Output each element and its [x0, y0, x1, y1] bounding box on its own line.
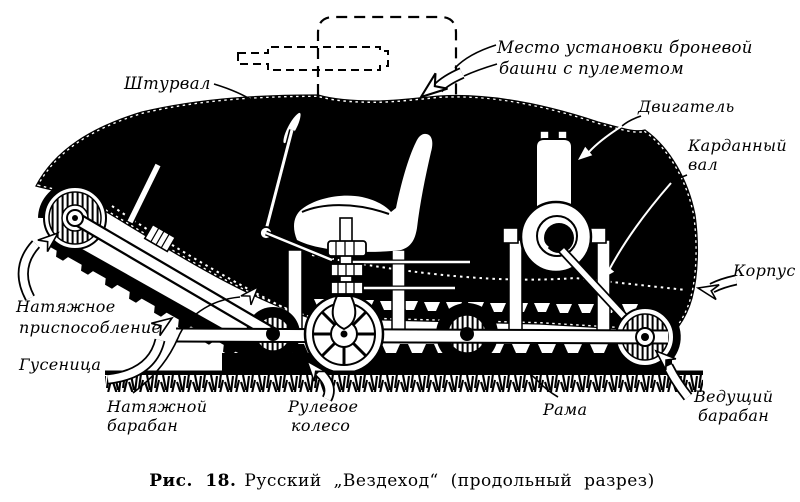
leader-dvigatel [574, 115, 642, 165]
label-dvigatel: Двигатель [637, 97, 735, 116]
label-vedushchiy-line2: барабан [698, 406, 769, 425]
arrow-natyazhnoe [17, 226, 64, 301]
arrow-gusenitsa [107, 311, 178, 385]
turret-outline [237, 15, 458, 95]
arrow-vedushchiy [650, 344, 693, 401]
steering-road-wheel [303, 293, 385, 375]
road-wheel-pivot [460, 327, 474, 341]
steering-fork [331, 295, 357, 331]
driver-seat [294, 133, 433, 252]
label-rulevoe-line1: Рулевое [287, 397, 358, 416]
arrow-korpus [695, 274, 738, 301]
driving-drum-axle [641, 333, 649, 341]
figure-caption-text: Русский „Вездеход“ (продольный разрез) [244, 471, 654, 491]
label-gusenitsa: Гусеница [18, 355, 101, 374]
steering-column [259, 110, 470, 305]
label-kardan-line1: Карданный [687, 136, 787, 155]
label-rulevoe-line2: колесо [291, 416, 350, 435]
label-kardan-line2: вал [688, 155, 718, 174]
ground [105, 370, 703, 392]
label-natyazhnoe-line2: приспособление [19, 318, 161, 337]
frame-beam [71, 211, 669, 345]
track-rear-wrap [661, 309, 681, 363]
label-vedushchiy-line1: Ведущий [693, 387, 773, 406]
leader-rama [529, 373, 559, 398]
engine [502, 130, 607, 274]
label-mesto-line2: башни с пулеметом [499, 59, 684, 78]
tension-turnbuckle [143, 223, 177, 253]
figure-caption: Рис. 18. Русский „Вездеход“ (продольный р… [149, 471, 654, 491]
label-rama: Рама [542, 400, 587, 419]
arrow-rulevoe [300, 355, 335, 402]
label-natyazhnoy-line2: барабан [107, 416, 178, 435]
hidden-edge-dotted-right [311, 254, 687, 291]
label-shturval: Штурвал [123, 74, 211, 93]
leader-shturval [213, 83, 280, 124]
leader-natyazhnoy [132, 281, 264, 394]
label-natyazhnoy-line1: Натяжной [106, 397, 207, 416]
steering-crank [281, 110, 303, 146]
arrow-mesto [413, 44, 498, 106]
front-strut [125, 163, 163, 224]
machine-gun-outline [237, 46, 389, 71]
lower-drum-pivot [266, 327, 280, 341]
label-natyazhnoe-line1: Натяжное [15, 297, 116, 316]
figure-caption-number: Рис. 18. [149, 471, 236, 491]
label-mesto-line1: Место установки броневой [496, 38, 753, 57]
track-front-wrap [38, 181, 108, 219]
front-drum-axle [72, 215, 78, 221]
label-korpus: Корпус [732, 261, 796, 280]
leader-kardan [596, 174, 688, 283]
